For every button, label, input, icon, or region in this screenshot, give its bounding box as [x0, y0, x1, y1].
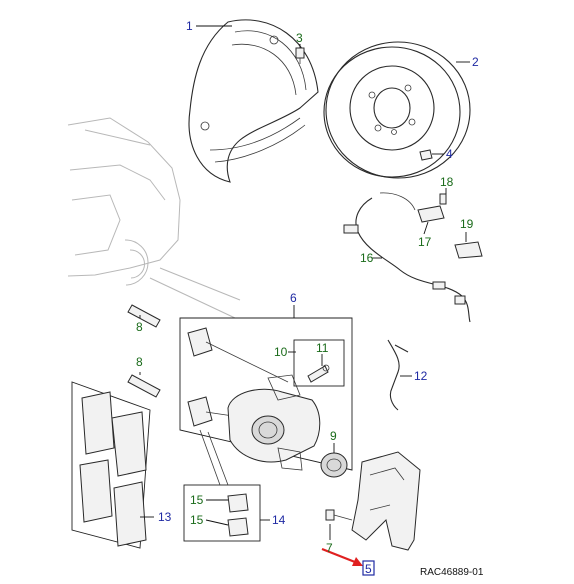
callout-15b: 15	[190, 513, 204, 527]
callout-9: 9	[330, 429, 337, 443]
bleed-screw-box-10	[293, 339, 345, 387]
spring-clip-12	[387, 339, 409, 411]
callout-13: 13	[158, 510, 172, 524]
callout-14: 14	[272, 513, 286, 527]
callout-16: 16	[360, 251, 374, 265]
red-pointer-arrow	[321, 547, 363, 566]
seal-9	[320, 452, 348, 478]
reference-code: RAC46889-01	[420, 567, 484, 578]
callout-4: 4	[446, 147, 453, 161]
guide-pin-8a	[127, 304, 161, 328]
callout-19: 19	[460, 217, 474, 231]
callout-10: 10	[274, 345, 288, 359]
callout-6: 6	[290, 291, 297, 305]
callout-11: 11	[316, 341, 329, 355]
callout-1: 1	[186, 19, 193, 33]
callout-17: 17	[418, 235, 432, 249]
caliper-carrier	[351, 451, 421, 551]
brake-shield-1	[188, 19, 319, 183]
bolt-3	[295, 47, 305, 64]
clip-17	[417, 205, 445, 223]
callout-7: 7	[326, 541, 333, 555]
bolt-18	[439, 193, 447, 205]
brake-pad-kit-13	[71, 381, 151, 549]
guide-pin-8b	[127, 374, 161, 398]
bush-lower	[187, 396, 213, 427]
callout-2: 2	[472, 55, 479, 69]
callout-leaders	[139, 25, 470, 540]
callout-15a: 15	[190, 493, 204, 507]
brake-disc-2	[323, 41, 471, 179]
callout-8a: 8	[136, 320, 143, 334]
caliper-kit-box-6	[179, 305, 353, 471]
clip-19	[454, 241, 483, 259]
pin-boot-kit-14	[183, 484, 261, 542]
callout-18: 18	[440, 175, 454, 189]
callout-3: 3	[296, 31, 303, 45]
vehicle-silhouette	[67, 117, 241, 319]
callout-5: 5	[365, 562, 372, 576]
callout-8b: 8	[136, 355, 143, 369]
highlight-box	[362, 560, 375, 576]
bush-upper	[187, 327, 213, 357]
callout-12: 12	[414, 369, 428, 383]
screw-4	[419, 149, 433, 161]
caliper-body	[227, 374, 321, 471]
wear-sensor-16	[343, 192, 471, 323]
bolt-7	[325, 509, 353, 521]
